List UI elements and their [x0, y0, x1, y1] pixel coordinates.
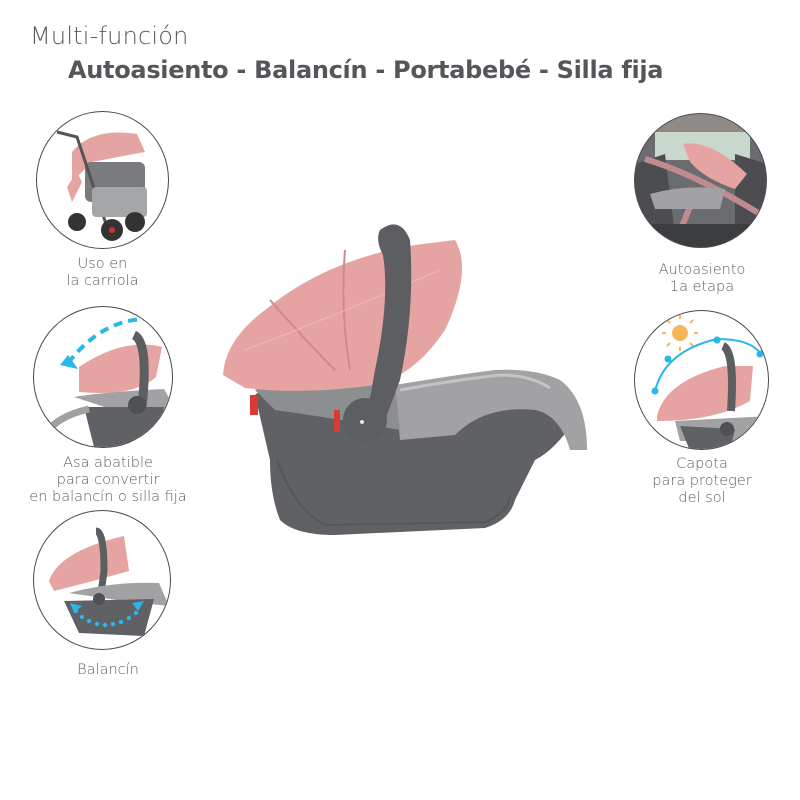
rocking-arrows-icon [70, 601, 144, 628]
feature-canopy-caption: Capota para proteger del sol [652, 456, 752, 506]
page-title: Multi-función [30, 22, 189, 50]
folding-handle-arrow-icon [67, 316, 153, 364]
sun-icon [662, 315, 698, 351]
main-product-image [215, 210, 595, 550]
feature-rocker-caption: Balancín [77, 662, 139, 678]
feature-car-seat-image [634, 113, 767, 248]
feature-rocker-image [33, 510, 171, 650]
feature-handle-image [33, 306, 173, 448]
feature-canopy-image [634, 310, 769, 450]
feature-handle-caption: Asa abatible para convertir en balancín … [29, 455, 187, 505]
page-subtitle: Autoasiento - Balancín - Portabebé - Sil… [68, 56, 664, 84]
feature-stroller-caption: Uso en la carriola [66, 256, 139, 289]
feature-stroller-image [36, 111, 169, 249]
feature-car-seat-caption: Autoasiento 1a etapa [658, 262, 746, 295]
